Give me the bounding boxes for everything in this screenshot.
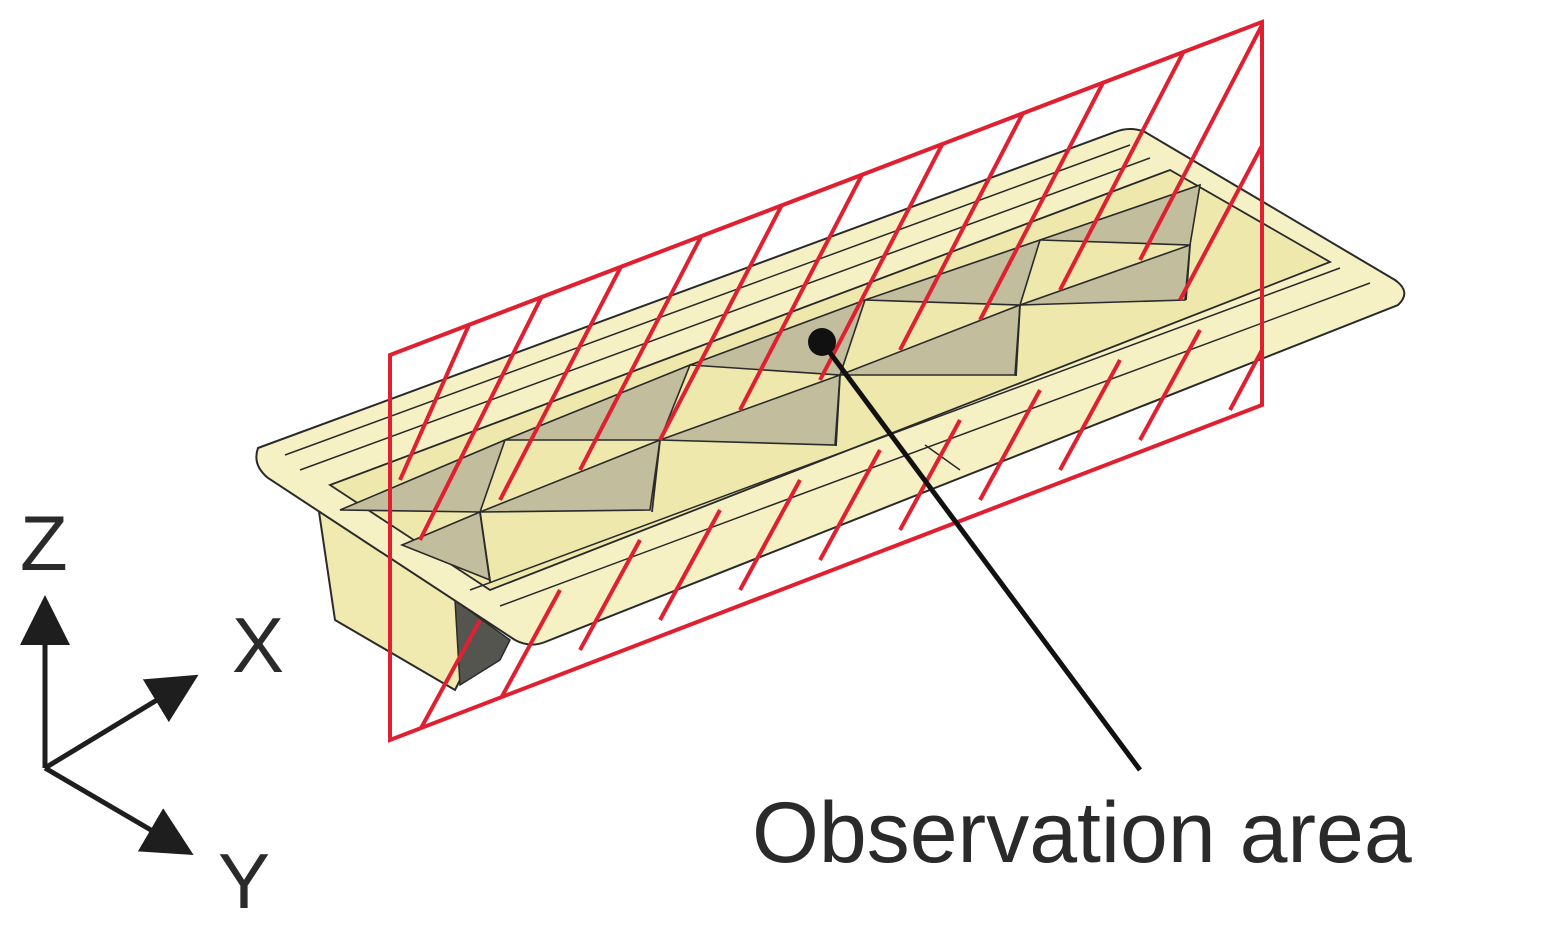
part-rim-line-3 xyxy=(469,267,1341,591)
part-ribs xyxy=(339,183,1202,582)
z-axis-label: Z xyxy=(20,499,68,587)
y-axis-arrow xyxy=(43,765,194,856)
x-axis-label: X xyxy=(232,601,284,689)
y-axis-label: Y xyxy=(218,837,270,925)
x-axis-arrow xyxy=(43,674,199,771)
callout-label: Observation area xyxy=(752,785,1412,881)
part-seam-line xyxy=(924,444,961,471)
callout-leader-line xyxy=(819,340,1143,772)
ribbed-trough-part xyxy=(255,128,1406,692)
plane-outline xyxy=(388,19,1264,743)
part-rim-line-4 xyxy=(499,282,1371,607)
observation-callout: Observation area xyxy=(752,328,1412,881)
observation-section-plane xyxy=(388,19,1264,743)
plane-hatching xyxy=(398,22,1262,731)
part-rim-line-1 xyxy=(284,144,1131,456)
coordinate-axes: Z X Y xyxy=(19,499,284,925)
